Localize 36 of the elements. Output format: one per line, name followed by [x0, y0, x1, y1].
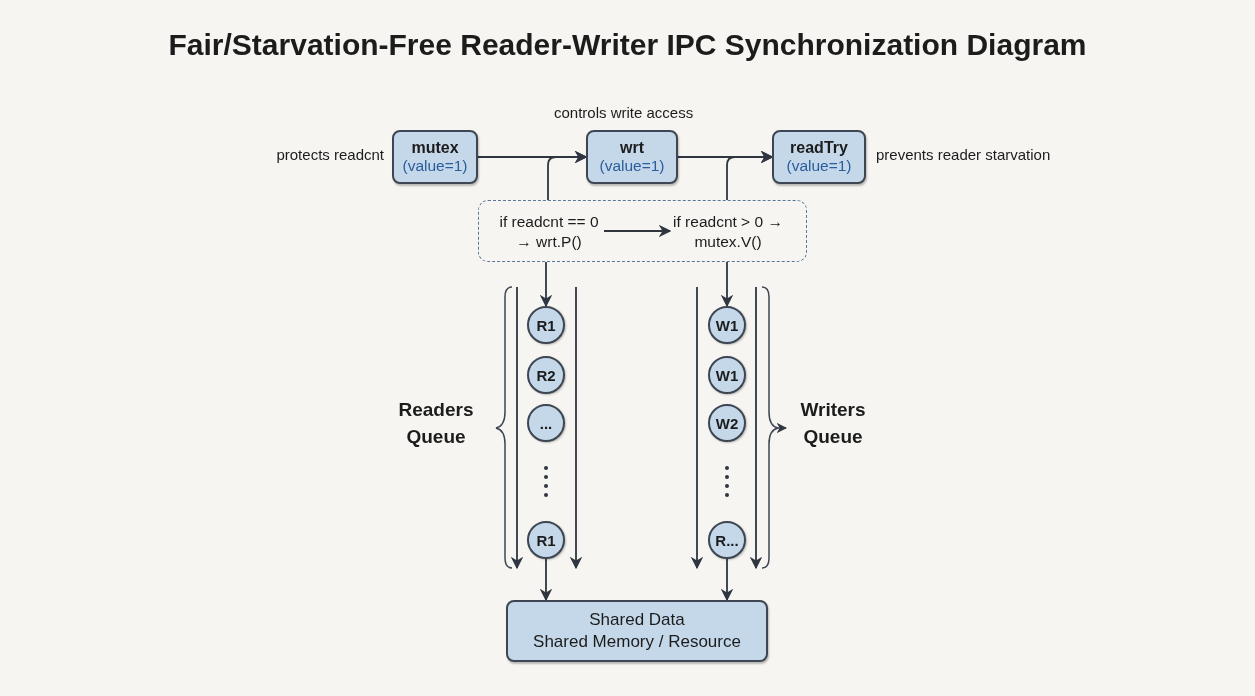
semaphore-name: readTry: [790, 139, 848, 157]
queue-circle: W2: [708, 404, 746, 442]
diagram-title: Fair/Starvation-Free Reader-Writer IPC Synchronization Diagram: [167, 28, 1088, 62]
annotation-text: protects readcnt: [276, 146, 384, 163]
semaphore-box: [586, 130, 678, 184]
annotation-text: prevents reader starvation: [876, 146, 1051, 163]
arrow: [539, 558, 553, 602]
arrow: [603, 224, 672, 238]
semaphore-name: wrt: [620, 139, 644, 157]
queue-circle: R...: [708, 521, 746, 559]
arrow: [539, 261, 553, 308]
queue-circle: W1: [708, 356, 746, 394]
annotation-text: controls write access: [554, 104, 694, 121]
semaphore-value: (value=1): [402, 157, 468, 175]
semaphore-name: mutex: [411, 139, 459, 157]
resource-text: Shared Data: [589, 609, 685, 631]
queue-circle: R1: [527, 306, 565, 344]
semaphore-value: (value=1): [786, 157, 852, 175]
arrow: [720, 261, 734, 308]
semaphore-box: [392, 130, 478, 184]
queue-label: Writers Queue: [799, 398, 867, 449]
condition-text: if readcnt == 0 → wrt.P(): [493, 211, 605, 253]
queue-circle: R2: [527, 356, 565, 394]
arrow: [547, 150, 588, 201]
queue-circle: ...: [527, 404, 565, 442]
semaphore-box: [772, 130, 866, 184]
arrow: [726, 150, 774, 201]
resource-text: Shared Memory / Resource: [533, 631, 741, 653]
queue-circle: R1: [527, 521, 565, 559]
resource-box: [506, 600, 768, 662]
condition-text: if readcnt > 0 → mutex.V(): [671, 211, 785, 253]
queue-label: Readers Queue: [397, 398, 475, 449]
semaphore-value: (value=1): [599, 157, 665, 175]
queue-circle: W1: [708, 306, 746, 344]
arrow: [720, 558, 734, 602]
dashed-group-box: [478, 200, 807, 262]
